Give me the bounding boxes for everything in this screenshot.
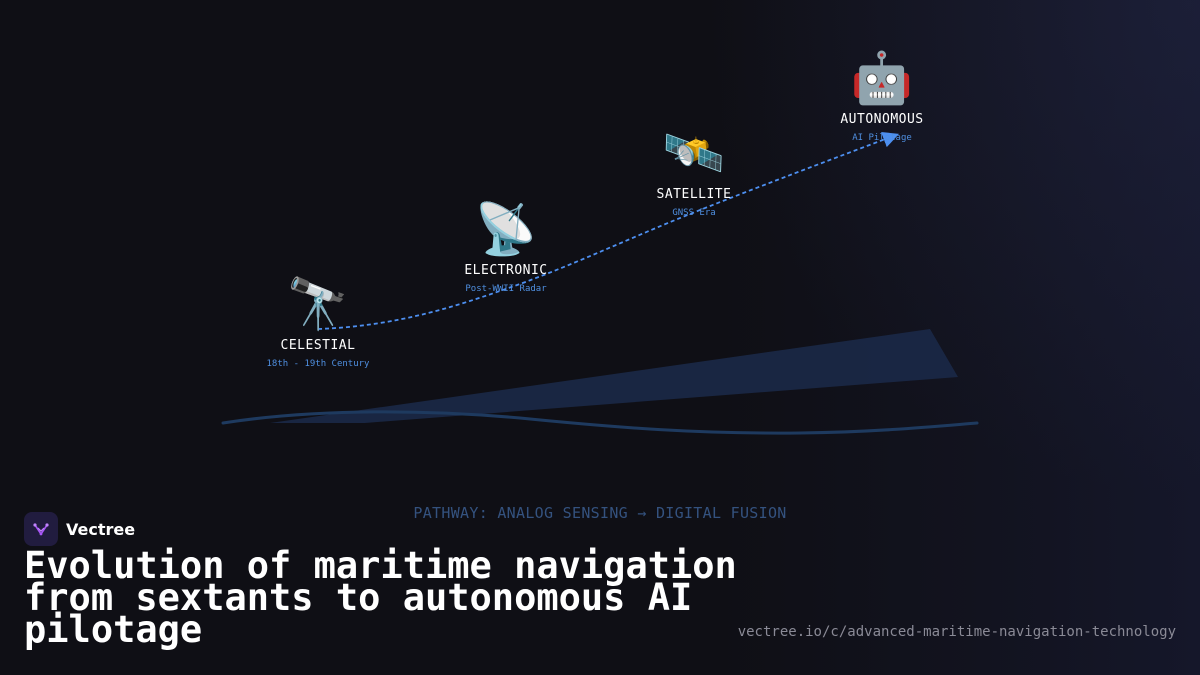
stage-sublabel: Post-WWII Radar bbox=[465, 284, 547, 294]
robot-icon: 🤖 bbox=[850, 49, 914, 107]
stage-label: SATELLITE bbox=[656, 187, 732, 202]
horizon-wedge bbox=[270, 329, 958, 423]
brand-name: Vectree bbox=[66, 519, 136, 539]
satellite-dish-icon: 📡 bbox=[474, 200, 538, 258]
stage-celestial: 🔭 CELESTIAL 18th - 19th Century bbox=[218, 276, 418, 370]
stage-sublabel: GNSS Era bbox=[672, 208, 716, 218]
page-title: Evolution of maritime navigation from se… bbox=[24, 544, 737, 651]
stage-sublabel: 18th - 19th Century bbox=[266, 359, 370, 369]
telescope-icon: 🔭 bbox=[286, 275, 350, 333]
stage-label: CELESTIAL bbox=[280, 338, 356, 353]
stage-satellite: 🛰️ SATELLITE GNSS Era bbox=[594, 125, 794, 219]
pathway-caption: PATHWAY: ANALOG SENSING → DIGITAL FUSION bbox=[413, 504, 787, 522]
progression-path bbox=[317, 132, 900, 330]
vectree-logo-icon bbox=[24, 512, 58, 546]
stage-sublabel: AI Pilotage bbox=[852, 133, 912, 143]
stage-autonomous: 🤖 AUTONOMOUS AI Pilotage bbox=[782, 50, 982, 144]
background-glow bbox=[700, 0, 1200, 500]
satellite-icon: 🛰️ bbox=[662, 124, 726, 182]
sea-wave-line bbox=[221, 410, 979, 435]
brand[interactable]: Vectree bbox=[24, 512, 135, 546]
page-url[interactable]: vectree.io/c/advanced-maritime-navigatio… bbox=[737, 624, 1176, 640]
stage-label: AUTONOMOUS bbox=[840, 112, 924, 127]
stage-electronic: 📡 ELECTRONIC Post-WWII Radar bbox=[406, 201, 606, 295]
stage-label: ELECTRONIC bbox=[464, 263, 548, 278]
